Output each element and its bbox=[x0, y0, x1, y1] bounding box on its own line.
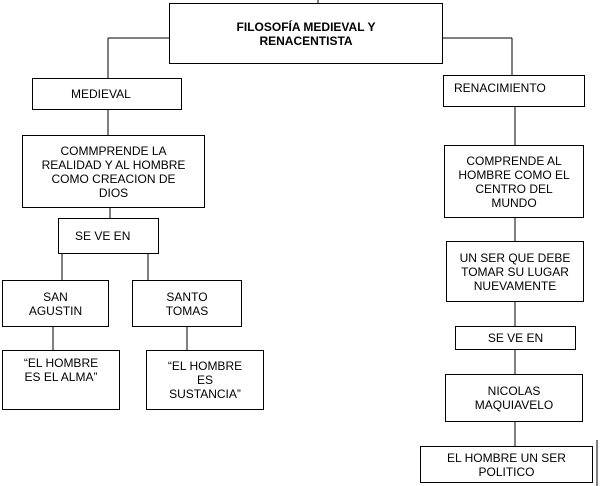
tomas-quote-node: “EL HOMBRE ES SUSTANCIA” bbox=[146, 350, 264, 410]
renacimiento-concept-node: COMPRENDE AL HOMBRE COMO EL CENTRO DEL M… bbox=[444, 145, 584, 218]
maquiavelo-node: NICOLAS MAQUIAVELO bbox=[445, 374, 583, 422]
medieval-node: MEDIEVAL bbox=[32, 78, 182, 110]
medieval-concept-node: COMMPRENDE LA REALIDAD Y AL HOMBRE COMO … bbox=[22, 135, 205, 208]
renacimiento-concept2-text: UN SER QUE DEBE TOMAR SU LUGAR NUEVAMENT… bbox=[459, 250, 571, 293]
medieval-link-node: SE VE EN bbox=[58, 218, 159, 254]
maquiavelo-text: NICOLAS MAQUIAVELO bbox=[474, 384, 554, 412]
medieval-link-text: SE VE EN bbox=[75, 229, 131, 243]
santo-tomas-node: SANTO TOMAS bbox=[132, 280, 242, 327]
medieval-concept-text: COMMPRENDE LA REALIDAD Y AL HOMBRE COMO … bbox=[41, 143, 186, 200]
agustin-quote-node: “EL HOMBRE ES EL ALMA” bbox=[2, 350, 120, 410]
medieval-heading: MEDIEVAL bbox=[71, 87, 131, 101]
san-agustin-text: SAN AGUSTIN bbox=[28, 289, 83, 318]
renacimiento-heading: RENACIMIENTO bbox=[454, 81, 546, 95]
renacimiento-link-node: SE VE EN bbox=[455, 326, 576, 350]
renacimiento-link-text: SE VE EN bbox=[487, 331, 544, 345]
title-node: FILOSOFÍA MEDIEVAL Y RENACENTISTA bbox=[169, 3, 443, 64]
renacimiento-concept2-node: UN SER QUE DEBE TOMAR SU LUGAR NUEVAMENT… bbox=[446, 241, 584, 302]
renacimiento-concept-text: COMPRENDE AL HOMBRE COMO EL CENTRO DEL M… bbox=[458, 153, 570, 210]
agustin-quote-text: “EL HOMBRE ES EL ALMA” bbox=[23, 356, 99, 384]
conclusion-text: EL HOMBRE UN SER POLITICO bbox=[447, 450, 566, 479]
san-agustin-node: SAN AGUSTIN bbox=[2, 280, 109, 327]
conclusion-node: EL HOMBRE UN SER POLITICO bbox=[420, 446, 593, 483]
title-text: FILOSOFÍA MEDIEVAL Y RENACENTISTA bbox=[236, 19, 376, 48]
santo-tomas-text: SANTO TOMAS bbox=[165, 289, 209, 318]
renacimiento-node: RENACIMIENTO bbox=[443, 75, 585, 107]
tomas-quote-text: “EL HOMBRE ES SUSTANCIA” bbox=[167, 359, 243, 401]
